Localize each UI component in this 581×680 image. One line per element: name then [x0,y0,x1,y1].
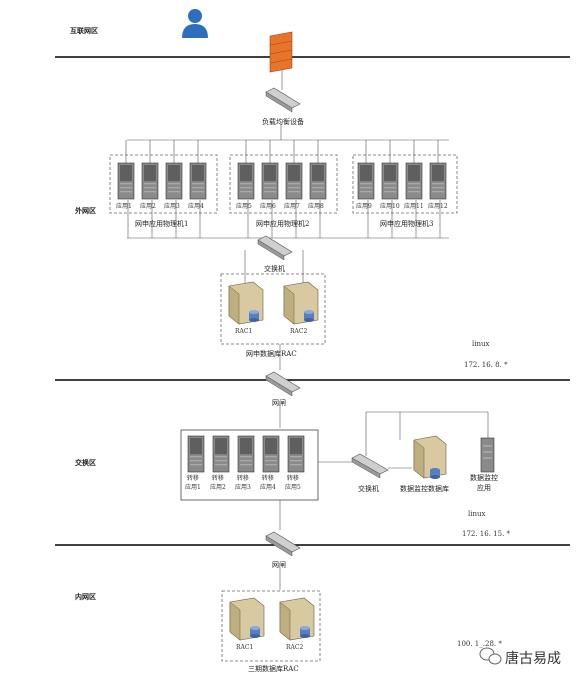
app-server-label: 应用7 [284,203,300,210]
app-server-label: 应用6 [260,203,276,210]
transfer-apps-box [180,429,319,501]
transfer-app-label: 转移 应用4 [260,475,276,491]
app-server-icon [189,162,207,200]
exchange-os-label: linux [468,510,486,518]
app-server-label: 应用11 [404,203,424,210]
outer-os-label: linux [472,340,490,348]
server-group-box-1 [109,154,218,214]
server-group-label-3: 网申应用物理机3 [380,220,434,228]
rac-node-label: RAC2 [286,644,304,651]
transfer-server-icon [212,435,230,473]
load-balancer-icon [265,87,301,113]
rac-server-icon [229,597,265,641]
zone-label-internet: 互联网区 [70,26,98,35]
rac-node-label: RAC1 [236,644,254,651]
wechat-logo-icon [479,647,502,665]
switch-outer-label: 交换机 [264,265,285,273]
switch-exchange-icon [351,453,389,479]
app-server-icon [117,162,135,200]
app-server-icon [261,162,279,200]
gateway-inner-label: 网闸 [272,561,286,569]
monitor-db-icon [413,435,447,479]
app-server-label: 应用3 [164,203,180,210]
zone-label-outer: 外网区 [75,206,96,215]
app-server-label: 应用9 [356,203,372,210]
transfer-app-label: 转移 应用3 [235,475,251,491]
server-group-box-2 [229,154,338,214]
inner-db-label: 三期数据库RAC [248,665,299,673]
app-server-icon [405,162,423,200]
watermark-text: 唐古易成 [505,651,561,667]
app-server-label: 应用12 [428,203,448,210]
outer-subnet-label: 172. 16. 8. * [464,361,508,369]
transfer-server-icon [187,435,205,473]
app-server-label: 应用4 [188,203,204,210]
transfer-app-label: 转移 应用5 [285,475,301,491]
app-server-label: 应用1 [116,203,132,210]
inner-db-box [221,590,321,662]
app-server-icon [141,162,159,200]
server-group-box-3 [352,154,458,214]
rac-server-icon [279,597,315,641]
server-group-label-1: 网申应用物理机1 [135,220,189,228]
rac-server-icon [283,281,319,325]
rac-server-icon [228,281,264,325]
outer-db-label: 网申数据库RAC [246,350,297,358]
app-server-icon [381,162,399,200]
transfer-app-label: 转移 应用1 [185,475,201,491]
transfer-server-icon [262,435,280,473]
app-server-label: 应用2 [140,203,156,210]
app-server-label: 应用5 [236,203,252,210]
gateway-outer-label: 网闸 [272,399,286,407]
inner-subnet-label: 100. 1_.28. * [457,640,502,648]
rac-node-label: RAC2 [290,328,308,335]
app-server-label: 应用10 [380,203,400,210]
zone-label-inner: 内网区 [75,592,96,601]
transfer-server-icon [237,435,255,473]
exchange-subnet-label: 172. 16. 15. * [462,530,511,538]
app-server-icon [165,162,183,200]
zone-label-exchange: 交换区 [75,458,96,467]
monitor-app-icon [480,437,495,473]
app-server-icon [237,162,255,200]
app-server-label: 应用8 [308,203,324,210]
user-icon [182,9,208,38]
monitor-app-label: 数据监控 应用 [470,474,498,492]
load-balancer-label: 负载均衡设备 [262,118,304,126]
app-server-icon [429,162,447,200]
app-server-icon [357,162,375,200]
rac-node-label: RAC1 [235,328,253,335]
gateway-outer-icon [265,371,301,397]
switch-exchange-label: 交换机 [358,485,379,493]
server-group-label-2: 网申应用物理机2 [256,220,310,228]
switch-outer-icon [257,235,293,261]
transfer-app-label: 转移 应用2 [210,475,226,491]
outer-db-box [220,273,326,345]
gateway-inner-icon [265,531,301,557]
firewall-icon [269,31,293,73]
app-server-icon [285,162,303,200]
app-server-icon [309,162,327,200]
transfer-server-icon [287,435,305,473]
monitor-db-label: 数据监控数据库 [400,485,449,493]
